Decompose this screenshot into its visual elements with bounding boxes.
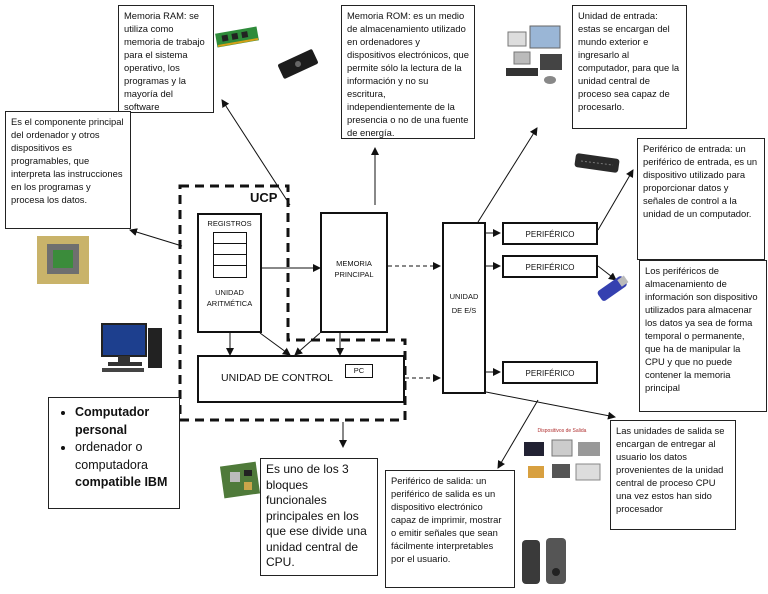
input-unit-note: Unidad de entrada: estas se encargan del…: [572, 5, 687, 129]
registros-label: REGISTROS: [207, 219, 252, 228]
ram-note: Memoria RAM: se utiliza como memoria de …: [118, 5, 214, 113]
ucp-boundary: [178, 184, 407, 422]
peripheral-3: PERIFÉRICO: [502, 361, 598, 384]
personal-computer-image: [101, 323, 162, 372]
output-devices-caption: Dispositivos de Salida: [537, 428, 587, 434]
output-unit-note: Las unidades de salida se encargan de en…: [610, 420, 736, 530]
callout-arrows: [129, 99, 634, 469]
peripheral-label: PERIFÉRICO: [525, 263, 575, 272]
io-unit-block: UNIDAD DE E/S: [442, 222, 486, 394]
internal-bus: [226, 229, 501, 382]
usb-drive-image: [597, 275, 629, 301]
main-memory-block: MEMORIA PRINCIPAL: [320, 212, 388, 333]
rom-chip-image: [278, 49, 318, 79]
speakers-image: [522, 538, 566, 584]
ucp-label: UCP: [250, 190, 278, 205]
cpu-note: Es el componente principal del ordenador…: [5, 111, 131, 229]
pc-list: Computador personal ordenador o computad…: [53, 404, 175, 492]
alu-block: REGISTROS UNIDAD ARITMÉTICA: [197, 213, 262, 333]
rom-note: Memoria ROM: es un medio de almacenamien…: [341, 5, 475, 139]
alu-label: UNIDAD ARITMÉTICA: [206, 288, 253, 308]
motherboard-image: [220, 461, 260, 499]
input-devices-image: [506, 25, 562, 84]
pc-register: PC: [345, 364, 373, 378]
pc-list-item: Computador personal: [75, 404, 175, 439]
control-unit-note: Es uno de los 3 bloques funcionales prin…: [260, 458, 378, 576]
output-devices-image: Dispositivos de Salida: [518, 428, 606, 498]
memoria-label: MEMORIA PRINCIPAL: [334, 259, 374, 279]
peripheral-label: PERIFÉRICO: [525, 369, 575, 378]
control-label: UNIDAD DE CONTROL: [220, 372, 333, 384]
peripheral-1: PERIFÉRICO: [502, 222, 598, 245]
cpu-chip-image: [37, 236, 89, 284]
keyboard-image: [574, 153, 620, 173]
peripheral-2: PERIFÉRICO: [502, 255, 598, 278]
register-stack: [213, 232, 247, 278]
peripheral-label: PERIFÉRICO: [525, 230, 575, 239]
input-peripheral-note: Periférico de entrada: un periférico de …: [637, 138, 765, 260]
control-unit-block: UNIDAD DE CONTROL PC: [197, 355, 405, 403]
io-label: UNIDAD DE E/S: [449, 292, 479, 315]
pc-list-item: ordenador o computadora compatible IBM: [75, 439, 175, 492]
output-peripheral-note: Periférico de salida: un periférico de s…: [385, 470, 515, 588]
ram-module-image: [215, 26, 259, 48]
pc-list-box: Computador personal ordenador o computad…: [48, 397, 180, 509]
storage-peripheral-note: Los periféricos de almacenamiento de inf…: [639, 260, 767, 412]
